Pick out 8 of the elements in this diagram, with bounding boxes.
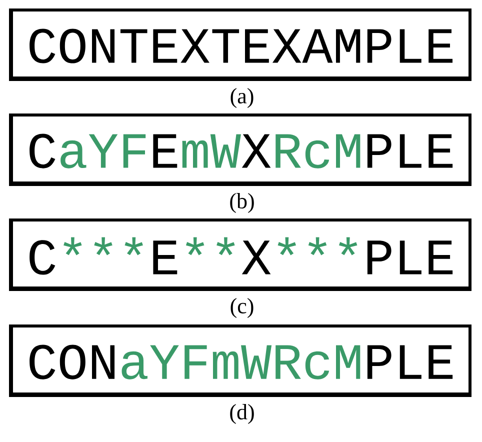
text-box: CaYFEmWXRcMPLE bbox=[9, 114, 472, 186]
subfigure-label: (a) bbox=[230, 88, 254, 108]
text-box: C***E**X***PLE bbox=[9, 218, 472, 291]
subfigure-label: (d) bbox=[230, 404, 254, 424]
text-box: CONTEXTEXAMPLE bbox=[9, 8, 472, 81]
subfigure-label: (c) bbox=[230, 298, 254, 318]
text-box: CONaYFmWRcMPLE bbox=[9, 324, 472, 397]
subfigure-label: (b) bbox=[230, 193, 254, 213]
